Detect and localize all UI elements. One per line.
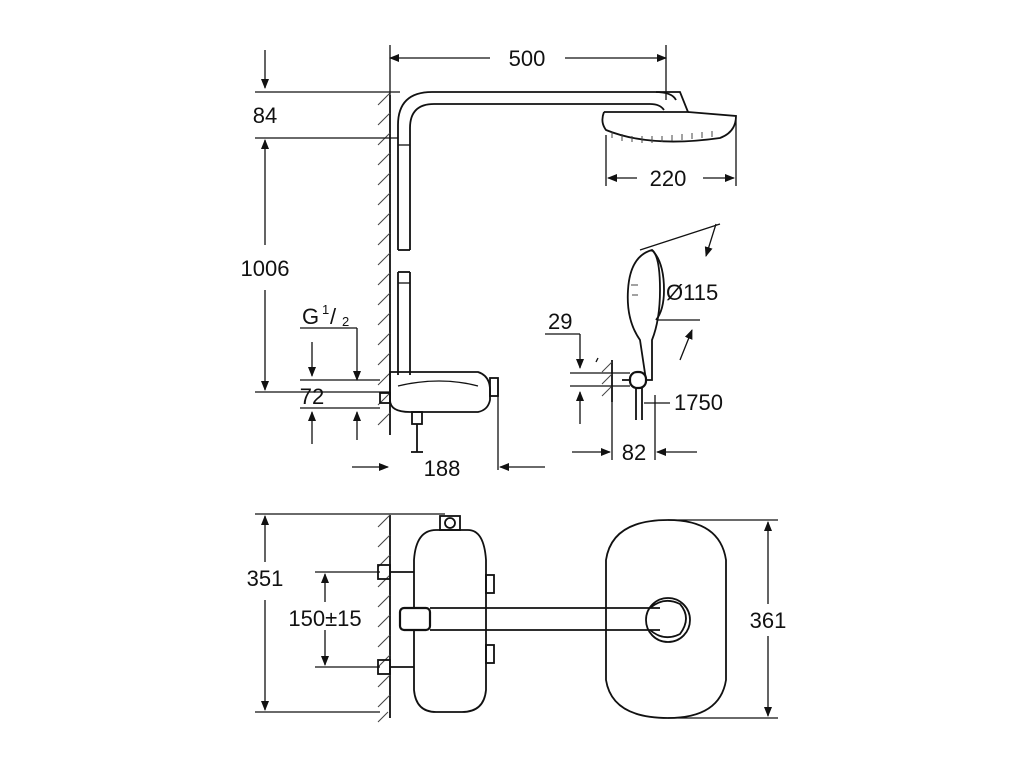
svg-text:/: /	[330, 304, 337, 329]
thermostat-top	[377, 515, 495, 713]
head-shower-side	[601, 91, 737, 143]
dim-arm-length: 500	[389, 45, 667, 100]
label-hose-length: 1750	[674, 390, 723, 415]
dim-head-plan-size: 361	[668, 519, 787, 719]
label-thread: G 1 / 2	[300, 302, 361, 381]
label-hand-shower-diameter: Ø115	[666, 280, 718, 305]
shower-riser	[397, 91, 677, 375]
top-view: 351 150±15 361	[247, 513, 787, 723]
dim-holder-offset: 29	[545, 309, 630, 424]
dim-hose-length: 1750	[644, 390, 723, 415]
dim-thermostat-height: 351	[247, 513, 445, 713]
thread-letter: G	[302, 304, 319, 329]
dim-holder-depth: 82	[572, 395, 697, 465]
dim-inlet-spacing: 150±15	[288, 571, 380, 668]
dim-height: 1006	[241, 139, 390, 393]
label-inlet-offset: 72	[300, 384, 324, 409]
label-thermostat-depth: 188	[424, 456, 461, 481]
thread-numerator: 1	[322, 302, 329, 317]
wall-top	[377, 514, 391, 723]
label-top-offset: 84	[253, 103, 277, 128]
hand-shower-side	[595, 249, 665, 420]
label-head-plan-size: 361	[750, 608, 787, 633]
side-view: 500 84 1006 G 1 / 2	[241, 45, 737, 481]
label-holder-offset: 29	[548, 309, 572, 334]
thermostat-side	[379, 371, 499, 470]
label-thermostat-height: 351	[247, 566, 284, 591]
label-arm-length: 500	[509, 46, 546, 71]
dim-thermostat-depth: 188	[352, 456, 545, 481]
dim-top-offset: 84	[253, 50, 400, 139]
arm-top	[398, 599, 687, 639]
thread-denominator: 2	[342, 314, 349, 329]
dim-inlet-offset: 72	[300, 342, 380, 444]
label-inlet-spacing: 150±15	[288, 606, 361, 631]
label-head-diameter: 220	[650, 166, 687, 191]
wall-side	[377, 92, 391, 435]
dim-head-diameter: 220	[605, 120, 737, 191]
label-height: 1006	[241, 256, 290, 281]
head-shower-top	[605, 519, 727, 719]
dim-hand-shower-diameter: Ø115	[639, 223, 721, 361]
label-holder-depth: 82	[622, 440, 646, 465]
